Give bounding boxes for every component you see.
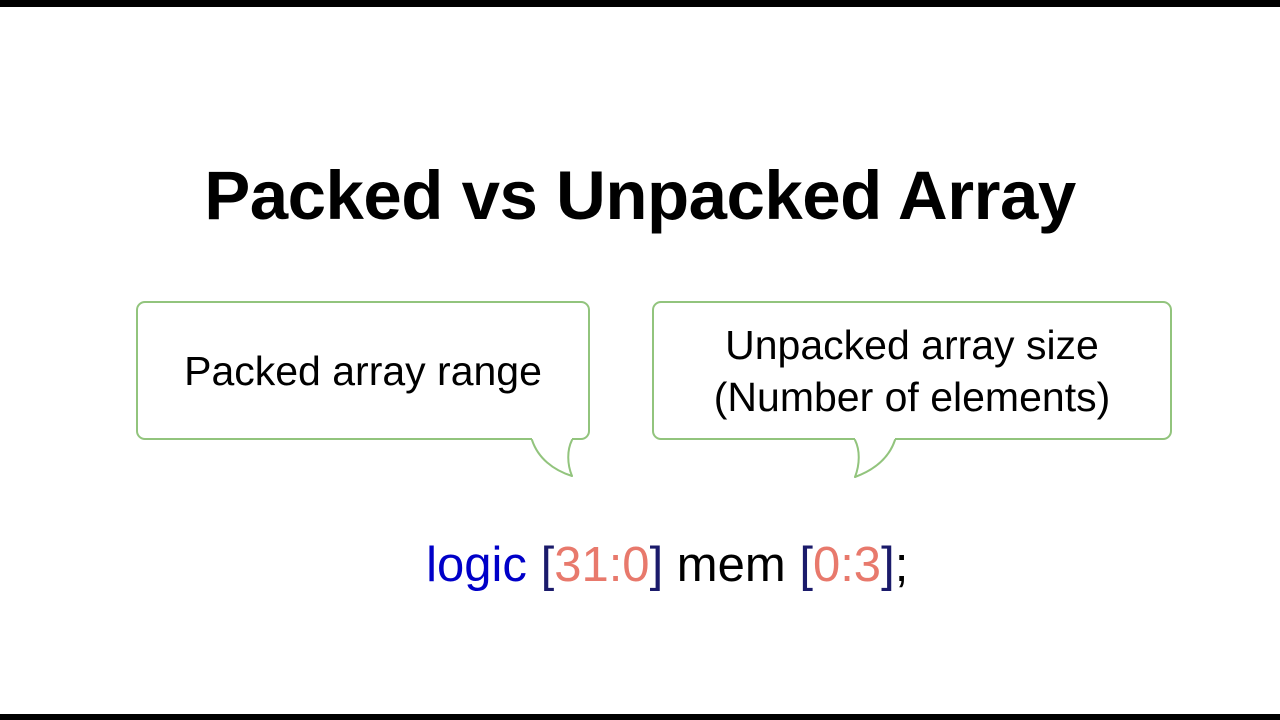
code-token-bracket-open-2: [ [799, 538, 813, 592]
code-token-packed-range: 31:0 [554, 538, 650, 592]
code-token-semicolon: ; [894, 538, 909, 592]
code-declaration-line: logic [31:0] mem [0:3]; [0, 478, 1280, 652]
code-token-space-1 [527, 538, 541, 592]
callout-unpacked-array-size: Unpacked array size (Number of elements) [652, 301, 1172, 440]
callout-unpacked-line-1: Unpacked array size [725, 321, 1099, 368]
callout-unpacked-line-2: (Number of elements) [713, 373, 1111, 420]
slide-title: Packed vs Unpacked Array [204, 157, 1076, 234]
code-token-identifier: mem [663, 538, 800, 592]
callout-packed-array-range: Packed array range [136, 301, 590, 440]
callout-packed-line-1: Packed array range [184, 347, 542, 394]
code-token-bracket-close-1: ] [649, 538, 664, 592]
code-token-keyword: logic [426, 538, 527, 592]
code-token-bracket-close-2: ] [881, 538, 895, 592]
letterbox-bar-top [0, 0, 1280, 7]
letterbox-bar-bottom [0, 714, 1280, 720]
code-token-bracket-open-1: [ [540, 538, 555, 592]
code-token-unpacked-size: 0:3 [812, 538, 882, 592]
